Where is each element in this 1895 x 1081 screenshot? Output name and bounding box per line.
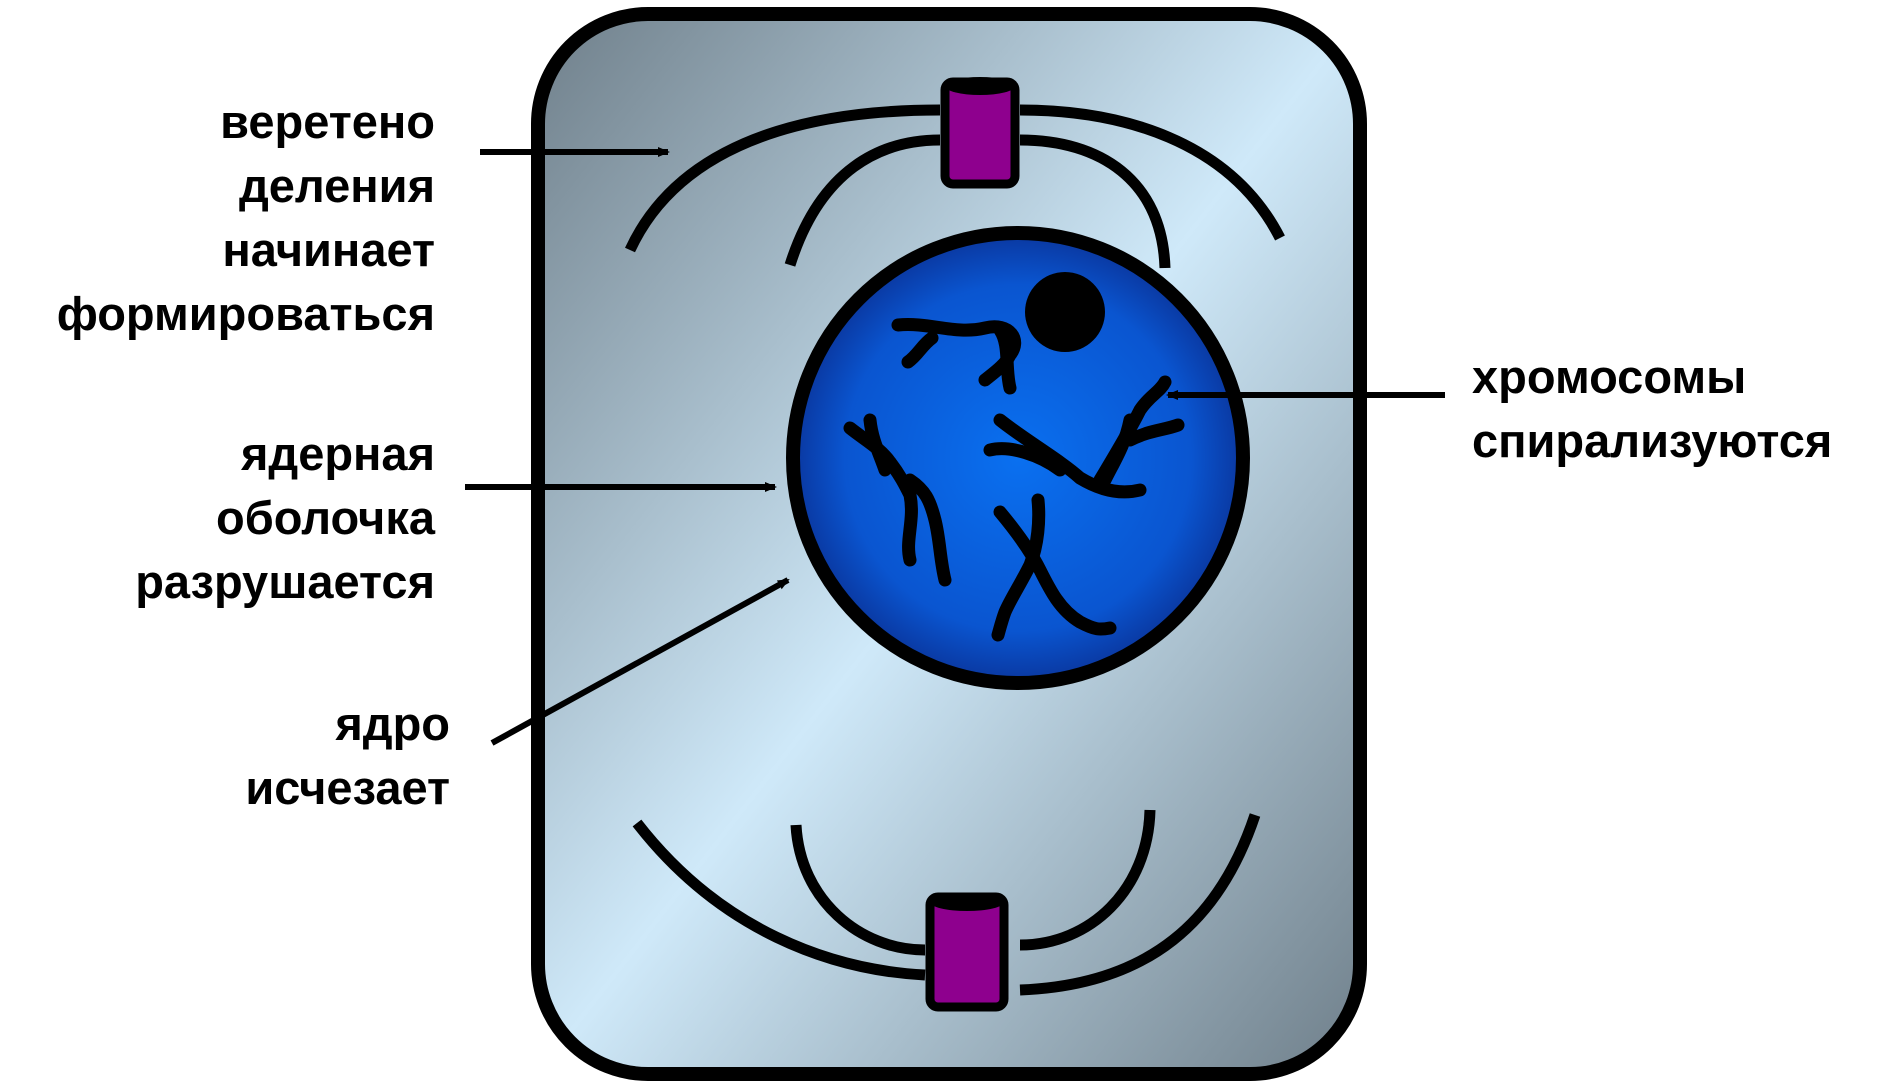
- label-spindle-line-1: веретено: [220, 95, 435, 148]
- label-envelope-line-3: разрушается: [135, 555, 435, 608]
- label-spindle: веретено деления начинает формироваться: [57, 95, 435, 340]
- label-nucleus: ядро исчезает: [245, 697, 450, 814]
- centriole-top: [940, 77, 1020, 189]
- nucleus: [786, 226, 1250, 690]
- label-chromosomes-line-1: хромосомы: [1472, 350, 1746, 403]
- label-spindle-line-2: деления: [239, 159, 435, 212]
- arrow-nucleus: [490, 577, 790, 746]
- label-chromosomes: хромосомы спирализуются: [1472, 350, 1832, 467]
- label-spindle-line-3: начинает: [222, 223, 435, 276]
- spindle-fibers-top: [625, 104, 1285, 269]
- label-chromosomes-line-2: спирализуются: [1472, 414, 1832, 467]
- label-nucleus-line-1: ядро: [334, 697, 450, 750]
- pointer-arrows: [465, 147, 1445, 746]
- label-envelope-line-1: ядерная: [240, 427, 435, 480]
- centriole-bottom: [925, 892, 1009, 1012]
- label-envelope: ядерная оболочка разрушается: [135, 427, 436, 608]
- spindle-fibers-bottom: [632, 809, 1261, 996]
- nucleolus: [1025, 272, 1105, 352]
- label-envelope-line-2: оболочка: [216, 491, 436, 544]
- label-nucleus-line-2: исчезает: [245, 761, 450, 814]
- chromosomes: [843, 318, 1185, 642]
- label-spindle-line-4: формироваться: [57, 287, 435, 340]
